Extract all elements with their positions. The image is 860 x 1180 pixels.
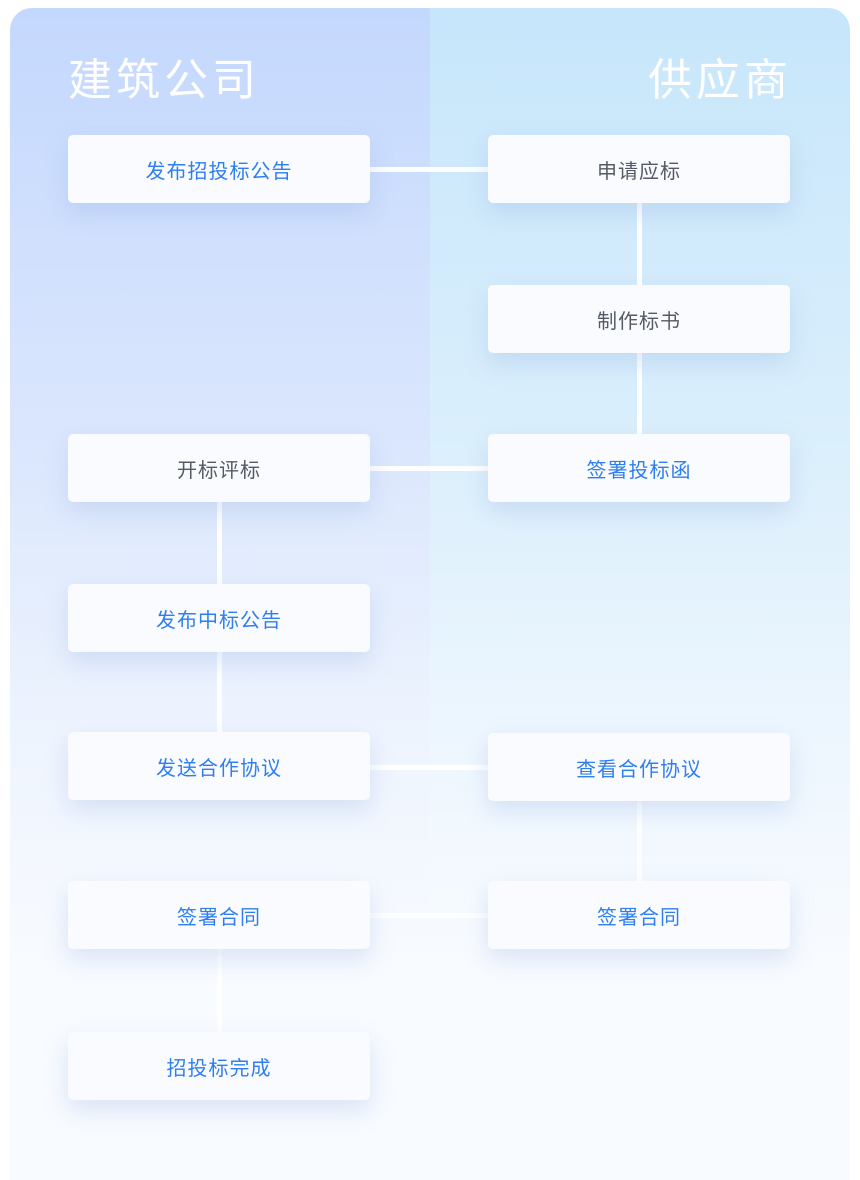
node-apply-bid: 申请应标 [488,135,790,203]
connector-sign-left-to-complete [217,949,222,1033]
lane-title-supplier: 供应商 [648,55,792,106]
node-send-agreement-label: 发送合作协议 [156,755,282,780]
lane-title-construction-company: 建筑公司 [68,55,260,106]
node-sign-bid-letter-label: 签署投标函 [586,457,692,482]
node-publish-tender: 发布招投标公告 [68,135,370,203]
node-prepare-bid: 制作标书 [488,285,790,353]
connector-award-to-send [217,652,222,736]
connector-view-to-sign-right [637,800,642,884]
node-tender-complete: 招投标完成 [68,1032,370,1100]
node-sign-bid-letter: 签署投标函 [488,434,790,502]
node-publish-tender-label: 发布招投标公告 [145,158,293,183]
node-sign-contract-left: 签署合同 [68,881,370,949]
node-view-agreement: 查看合作协议 [488,733,790,801]
node-publish-award-label: 发布中标公告 [156,607,282,632]
connector-open-to-sign-letter [370,466,490,471]
connector-open-to-award [217,502,222,586]
node-apply-bid-label: 申请应标 [597,158,681,183]
node-sign-contract-right-label: 签署合同 [597,904,681,929]
node-tender-complete-label: 招投标完成 [166,1055,272,1080]
flowchart-canvas: 建筑公司 供应商 发布招投标公告 开标评标 发布中标公告 发送合作协议 签署合同… [10,8,850,1180]
node-open-evaluate-label: 开标评标 [177,457,261,482]
node-open-evaluate: 开标评标 [68,434,370,502]
node-publish-award: 发布中标公告 [68,584,370,652]
connector-prepare-to-sign-letter [637,352,642,436]
node-prepare-bid-label: 制作标书 [597,308,681,333]
node-send-agreement: 发送合作协议 [68,732,370,800]
connector-publish-to-apply [370,167,490,172]
node-sign-contract-right: 签署合同 [488,881,790,949]
connector-sign-left-to-sign-right [370,913,490,918]
connector-apply-to-prepare [637,202,642,286]
connector-send-to-view [370,765,490,770]
node-view-agreement-label: 查看合作协议 [576,756,702,781]
node-sign-contract-left-label: 签署合同 [177,904,261,929]
